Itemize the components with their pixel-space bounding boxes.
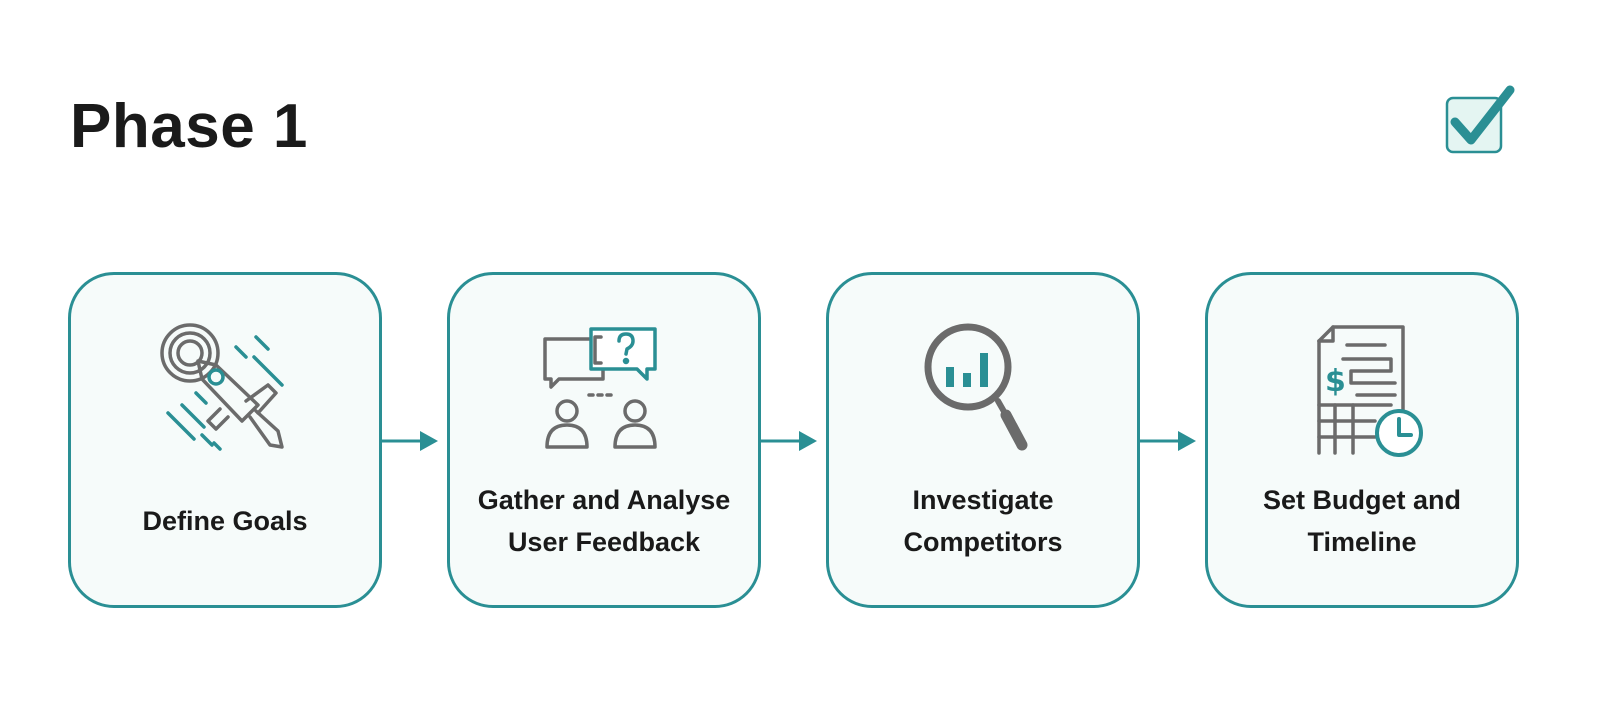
step-label: Investigate Competitors: [903, 485, 1063, 557]
step-card-gather-feedback: Gather and Analyse User Feedback: [447, 272, 761, 608]
step-label: Define Goals: [142, 506, 308, 536]
step-label: Set Budget and Timeline: [1262, 485, 1461, 557]
svg-text:$: $: [1325, 364, 1346, 399]
budget-document-clock-icon: $: [1317, 325, 1423, 457]
flow-arrow-icon: [761, 431, 817, 451]
step-label: Gather and Analyse User Feedback: [477, 485, 731, 557]
step-card-investigate-competitors: Investigate Competitors: [826, 272, 1140, 608]
checkbox-checked-icon: [1445, 85, 1515, 154]
rocket-target-icon: [160, 323, 284, 451]
flow-arrow-icon: [1140, 431, 1196, 451]
conversation-users-icon: [543, 327, 657, 449]
page-title: Phase 1: [70, 92, 308, 161]
step-card-define-goals: Define Goals: [68, 272, 382, 608]
step-card-budget-timeline: $ Set Budget and Timeline: [1205, 272, 1519, 608]
magnifier-chart-icon: [924, 323, 1028, 451]
flow-arrow-icon: [382, 431, 438, 451]
